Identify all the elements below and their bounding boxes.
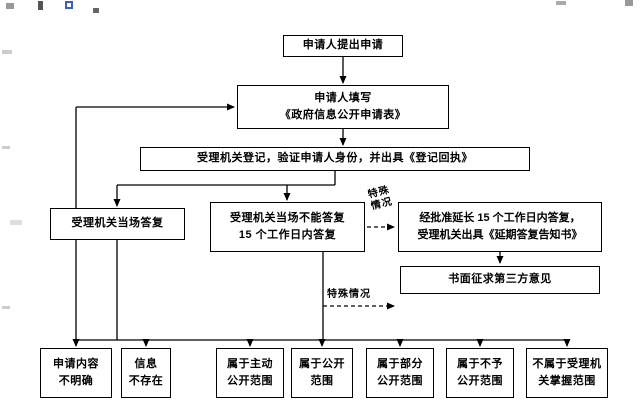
node-outcome-partially-disclosable: 属于部分 公开范围 <box>366 348 434 398</box>
node-label: 书面征求第三方意见 <box>448 273 552 286</box>
node-reply-on-spot: 受理机关当场答复 <box>50 208 185 240</box>
node-outcome-content-unclear: 申请内容 不明确 <box>40 348 112 398</box>
node-label-line1: 属于部分 <box>377 357 423 370</box>
node-label-line1: 属于主动 <box>227 357 273 370</box>
node-label-line2: 15 个工作日内答复 <box>238 229 337 241</box>
node-applicant-submit: 申请人提出申请 <box>283 35 403 57</box>
node-label: 受理机关当场答复 <box>71 217 164 230</box>
node-seek-third-party-opinion: 书面征求第三方意见 <box>400 266 600 294</box>
node-label-line1: 经批准延长 15 个工作日内答复， <box>419 211 581 224</box>
node-label-line1: 属于公开 <box>299 357 345 370</box>
node-label-line2: 公开范围 <box>377 375 423 387</box>
node-label-line1: 申请内容 <box>53 357 99 370</box>
node-fill-application-form: 申请人填写 《政府信息公开申请表》 <box>237 85 449 129</box>
ruler-mark <box>625 0 633 6</box>
node-label-line2: 不存在 <box>128 375 164 387</box>
node-outcome-not-held-by-authority: 不属于受理机 关掌握范围 <box>526 348 608 398</box>
ruler-mark <box>93 8 99 13</box>
node-label: 申请人提出申请 <box>302 39 384 52</box>
margin-artifact <box>2 306 10 309</box>
node-label-line1: 受理机关当场不能答复 <box>230 211 345 224</box>
margin-artifact <box>2 50 12 54</box>
node-label-line1: 信息 <box>134 357 158 370</box>
node-outcome-proactive-disclosure: 属于主动 公开范围 <box>216 348 284 398</box>
node-label-line2: 范围 <box>310 375 334 387</box>
ruler-mark <box>556 1 566 5</box>
node-label-line2: 不明确 <box>58 375 94 387</box>
node-label-line1: 申请人填写 <box>314 91 372 104</box>
node-outcome-info-not-exist: 信息 不存在 <box>121 348 171 398</box>
node-outcome-disclosable: 属于公开 范围 <box>291 348 353 398</box>
node-cannot-reply-on-spot: 受理机关当场不能答复 15 个工作日内答复 <box>210 202 365 252</box>
label-special-case-lower: 特殊情况 <box>327 289 371 300</box>
node-label: 受理机关登记，验证申请人身份，并出具《登记回执》 <box>197 152 473 165</box>
node-label-line1: 属于不予 <box>457 357 503 370</box>
node-approved-extension: 经批准延长 15 个工作日内答复， 受理机关出具《延期答复告知书》 <box>398 202 602 252</box>
margin-artifact <box>10 220 22 225</box>
ruler-mark <box>38 1 43 10</box>
node-label-line2: 关掌握范围 <box>538 375 596 387</box>
node-label-line1: 不属于受理机 <box>532 357 602 370</box>
ruler-mark <box>6 3 14 9</box>
node-label-line2: 《政府信息公开申请表》 <box>279 109 407 121</box>
node-outcome-not-disclosable: 属于不予 公开范围 <box>446 348 514 398</box>
node-label-line2: 受理机关出具《延期答复告知书》 <box>417 229 583 241</box>
dashed-connectors <box>323 223 395 310</box>
ruler-indent-marker[interactable] <box>65 1 73 9</box>
node-label-line2: 公开范围 <box>227 375 273 387</box>
node-register-verify: 受理机关登记，验证申请人身份，并出具《登记回执》 <box>140 147 530 171</box>
solid-connectors <box>72 57 571 347</box>
margin-artifact <box>2 146 10 149</box>
node-label-line2: 公开范围 <box>457 375 503 387</box>
